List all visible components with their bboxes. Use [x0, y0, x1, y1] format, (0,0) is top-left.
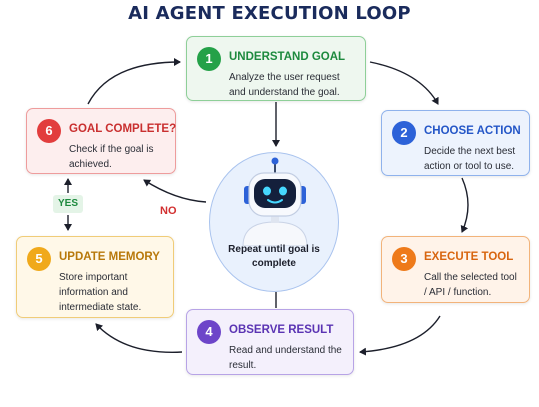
step-heading: OBSERVE RESULT — [229, 324, 334, 336]
step-goal-complete: 6 GOAL COMPLETE? Check if the goal is ac… — [26, 108, 176, 174]
arrow-1-to-2 — [369, 61, 439, 105]
step-update-memory: 5 UPDATE MEMORY Store important informat… — [16, 236, 174, 318]
step-description: Decide the next best action or tool to u… — [424, 146, 516, 172]
step-execute-tool: 3 EXECUTE TOOL Call the selected tool / … — [381, 236, 530, 303]
step-understand-goal: 1 UNDERSTAND GOAL Analyze the user reque… — [186, 36, 366, 101]
step-number-badge: 6 — [37, 119, 61, 143]
step-heading: UPDATE MEMORY — [59, 251, 160, 263]
no-label: NO — [160, 205, 177, 217]
step-number-badge: 1 — [197, 47, 221, 71]
step-heading: GOAL COMPLETE? — [69, 123, 177, 135]
diagram-title: AI AGENT EXECUTION LOOP — [128, 3, 411, 24]
step-description: Read and understand the result. — [229, 345, 342, 371]
step-number-badge: 2 — [392, 121, 416, 145]
step-number-badge: 5 — [27, 247, 51, 271]
step-number-badge: 4 — [197, 320, 221, 344]
step-heading: UNDERSTAND GOAL — [229, 51, 346, 63]
arrow-6-to-1 — [87, 58, 181, 105]
step-description: Analyze the user request and understand … — [229, 72, 340, 98]
step-number-badge: 3 — [392, 247, 416, 271]
step-description: Check if the goal is achieved. — [69, 144, 154, 170]
arrow-4-to-5 — [95, 323, 183, 353]
step-description: Store important information and intermed… — [59, 272, 142, 313]
robot-icon — [242, 157, 308, 246]
arrow-2-to-3 — [460, 177, 469, 233]
arrow-3-to-4 — [359, 315, 441, 356]
step-choose-action: 2 CHOOSE ACTION Decide the next best act… — [381, 110, 530, 176]
step-heading: EXECUTE TOOL — [424, 251, 514, 263]
yes-label: YES — [53, 195, 83, 213]
arrow-center-to-6 — [143, 179, 207, 203]
center-loop-text: Repeat until goal is complete — [228, 244, 320, 269]
step-observe-result: 4 OBSERVE RESULT Read and understand the… — [186, 309, 354, 375]
step-description: Call the selected tool / API / function. — [424, 272, 517, 298]
step-heading: CHOOSE ACTION — [424, 125, 521, 137]
